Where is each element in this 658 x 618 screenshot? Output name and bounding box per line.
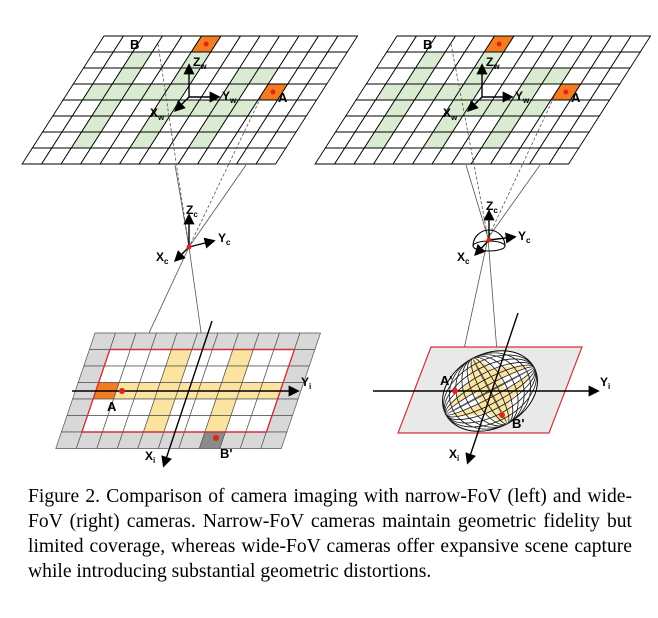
world-x-label-left: Xw — [150, 106, 165, 122]
figure-diagram: Zw Yw Xw B A Zc Yc Xc Yi — [21, 35, 652, 468]
image-frame-left — [80, 348, 296, 433]
camera-z-label-left: Zc — [186, 203, 198, 219]
world-point — [563, 89, 569, 95]
camera-center-right — [486, 237, 492, 243]
point-b-image-left — [213, 435, 219, 441]
world-z-label-left: Zw — [193, 55, 207, 71]
camera-axes-right — [474, 209, 517, 257]
image-grid-left — [55, 332, 321, 449]
world-z-label-right: Zw — [486, 55, 500, 71]
image-grid-cell — [260, 431, 288, 449]
world-y-label-right: Yw — [515, 89, 530, 105]
point-b-label-right: B — [423, 37, 432, 52]
wide-fov-panel: Zw Yw Xw B A Zc Yc Xc — [314, 35, 652, 465]
camera-y-label-right: Yc — [518, 229, 531, 245]
point-a-label-right: A — [571, 90, 581, 105]
camera-y-label-left: Yc — [218, 231, 231, 247]
point-b-image-right — [499, 412, 505, 418]
world-point — [496, 41, 502, 47]
point-b-image-label-right: B' — [512, 416, 524, 431]
world-point — [270, 89, 276, 95]
point-b-image-label-left: B' — [220, 446, 232, 461]
point-a-image-label-left: A — [107, 399, 117, 414]
figure-caption: Figure 2. Comparison of camera imaging w… — [28, 486, 632, 582]
camera-x-label-left: Xc — [156, 250, 169, 266]
narrow-fov-panel: Zw Yw Xw B A Zc Yc Xc Yi — [21, 35, 359, 468]
world-grid-left — [21, 35, 359, 165]
camera-z-label-right: Zc — [486, 199, 498, 215]
point-a-image-left — [119, 388, 125, 394]
world-point — [203, 41, 209, 47]
world-grid-right — [314, 35, 652, 165]
camera-x-label-right: Xc — [457, 250, 470, 266]
fisheye-parallel — [443, 354, 537, 428]
point-a-label-left: A — [278, 90, 288, 105]
image-y-label-left: Yi — [301, 375, 311, 391]
world-grid-cell — [548, 147, 580, 165]
point-b-label-left: B — [130, 37, 139, 52]
world-grid-cell — [255, 147, 287, 165]
image-x-label-right: Xi — [449, 447, 459, 463]
point-a-image-right — [452, 388, 458, 394]
world-y-label-left: Yw — [222, 89, 237, 105]
image-axes-right — [373, 312, 600, 465]
fisheye-meridian — [448, 352, 532, 430]
camera-axes-left — [174, 213, 216, 262]
world-axes-right — [467, 63, 514, 112]
point-a-image-label-right: A' — [440, 373, 452, 388]
image-x-label-left: Xi — [145, 449, 155, 465]
world-axes-left — [174, 63, 221, 112]
world-x-label-right: Xw — [443, 106, 458, 122]
image-axes-left — [72, 320, 300, 468]
camera-center-left — [186, 244, 192, 250]
image-y-label-right: Yi — [600, 375, 610, 391]
